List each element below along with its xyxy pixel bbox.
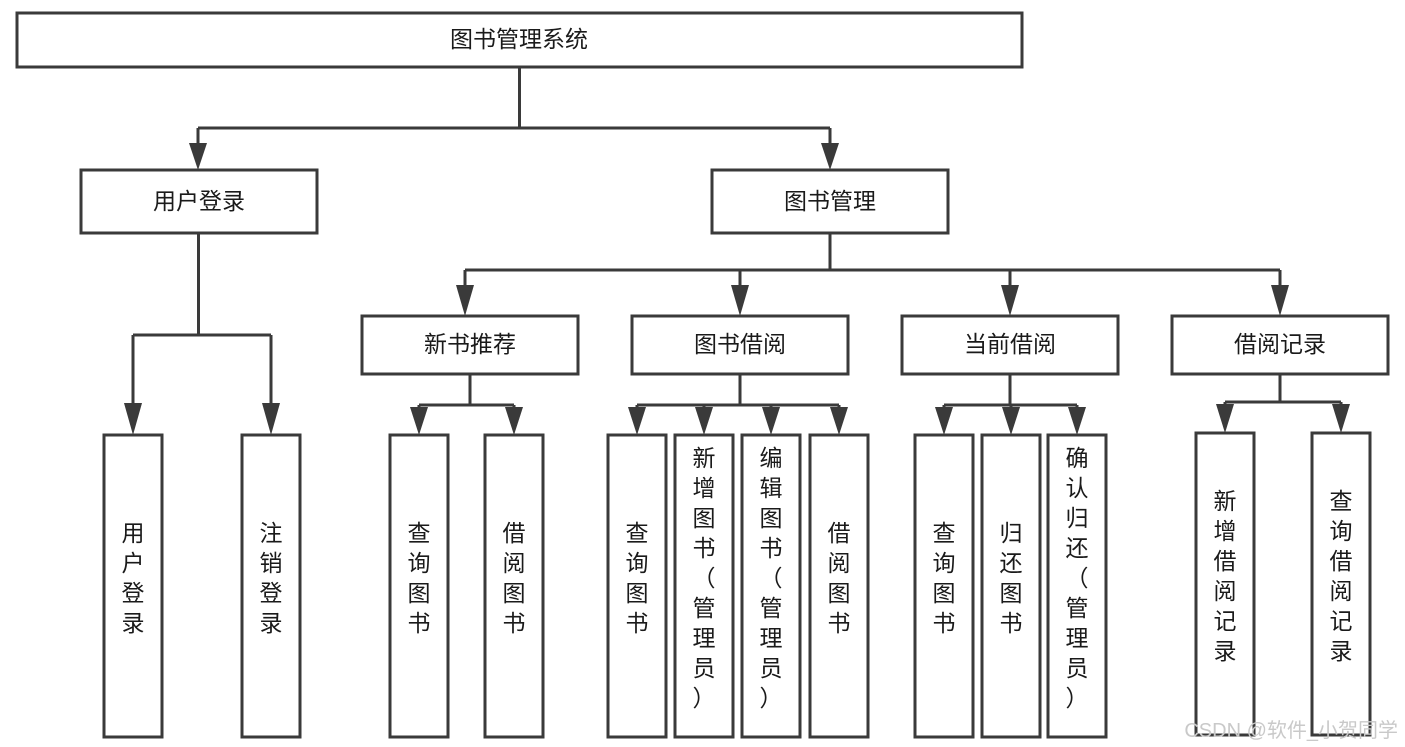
leaf-borrow-book-box[interactable] [808, 433, 870, 739]
leaf-borrow-book-label: 借阅图书 [828, 520, 851, 636]
arrow-to-new-book-recommend [456, 285, 474, 316]
arrow-to-leaf-query-book-recommend [410, 407, 428, 435]
leaf-query-book-recommend[interactable]: 查询图书 [388, 433, 450, 739]
node-book-management[interactable]: 图书管理 [710, 168, 950, 235]
leaf-add-book-admin-label: 新增图书（管理员） [693, 445, 716, 711]
root-node-label: 图书管理系统 [450, 26, 588, 52]
leaf-borrow-book-recommend[interactable]: 借阅图书 [483, 433, 545, 739]
connector-group-current-borrow-to-leaves [935, 374, 1086, 435]
arrow-to-user-login [189, 143, 207, 170]
leaf-query-book-borrow[interactable]: 查询图书 [606, 433, 668, 739]
arrow-to-leaf-edit-book-admin [762, 407, 780, 435]
leaf-query-book-borrow-box[interactable] [606, 433, 668, 739]
leaf-user-login-label: 用户登录 [122, 520, 145, 636]
node-current-borrow[interactable]: 当前借阅 [900, 314, 1120, 376]
node-book-management-label: 图书管理 [784, 188, 876, 214]
leaf-logout-box[interactable] [240, 433, 302, 739]
arrow-to-leaf-confirm-return-admin [1068, 407, 1086, 435]
node-book-borrow-label: 图书借阅 [694, 331, 786, 357]
connector-group-book-borrow-to-leaves [628, 374, 848, 435]
leaf-query-book-current-box[interactable] [913, 433, 975, 739]
node-book-borrow-box[interactable] [630, 314, 850, 376]
node-borrow-record-box[interactable] [1170, 314, 1390, 376]
node-current-borrow-box[interactable] [900, 314, 1120, 376]
leaf-query-book-current-label: 查询图书 [933, 520, 956, 636]
arrow-to-borrow-record [1271, 285, 1289, 316]
node-current-borrow-label: 当前借阅 [964, 331, 1056, 357]
leaf-borrow-book-recommend-label: 借阅图书 [503, 520, 526, 636]
leaf-user-login-box[interactable] [102, 433, 164, 739]
leaf-edit-book-admin[interactable]: 编辑图书（管理员） [740, 433, 802, 739]
arrow-to-book-borrow [731, 285, 749, 316]
node-book-management-box[interactable] [710, 168, 950, 235]
arrow-to-leaf-borrow-book [830, 407, 848, 435]
leaf-add-book-admin-box[interactable] [673, 433, 735, 739]
node-new-book-recommend-box[interactable] [360, 314, 580, 376]
leaf-add-book-admin[interactable]: 新增图书（管理员） [673, 433, 735, 739]
node-book-borrow[interactable]: 图书借阅 [630, 314, 850, 376]
arrow-to-leaf-query-book-current [935, 407, 953, 435]
leaf-query-borrow-record-label: 查询借阅记录 [1330, 488, 1353, 664]
leaf-confirm-return-admin-box[interactable] [1046, 433, 1108, 739]
leaf-confirm-return-admin[interactable]: 确认归还（管理员） [1046, 433, 1108, 739]
leaf-query-book-recommend-label: 查询图书 [408, 520, 431, 636]
arrow-to-book-management [821, 143, 839, 170]
leaf-logout[interactable]: 注销登录 [240, 433, 302, 739]
node-new-book-recommend-label: 新书推荐 [424, 331, 516, 357]
leaf-return-book-box[interactable] [980, 433, 1042, 739]
connector-group-borrow-record-to-leaves [1216, 374, 1350, 433]
leaf-logout-label: 注销登录 [260, 520, 283, 636]
leaf-query-book-borrow-label: 查询图书 [626, 520, 649, 636]
arrow-to-leaf-add-book-admin [695, 407, 713, 435]
node-borrow-record[interactable]: 借阅记录 [1170, 314, 1390, 376]
arrow-to-leaf-logout [262, 403, 280, 435]
node-new-book-recommend[interactable]: 新书推荐 [360, 314, 580, 376]
leaf-query-borrow-record-box[interactable] [1310, 431, 1372, 737]
leaf-add-borrow-record-label: 新增借阅记录 [1214, 488, 1237, 664]
arrow-to-leaf-query-borrow-record [1332, 404, 1350, 433]
connector-group-book-management-to-level3 [456, 233, 1289, 316]
leaf-borrow-book[interactable]: 借阅图书 [808, 433, 870, 739]
root-node-box[interactable] [15, 11, 1024, 69]
leaf-user-login[interactable]: 用户登录 [102, 433, 164, 739]
arrow-to-leaf-borrow-book-recommend [505, 407, 523, 435]
arrow-to-leaf-add-borrow-record [1216, 404, 1234, 433]
leaf-query-borrow-record[interactable]: 查询借阅记录 [1310, 431, 1372, 737]
node-borrow-record-label: 借阅记录 [1234, 331, 1326, 357]
leaf-edit-book-admin-label: 编辑图书（管理员） [760, 445, 783, 711]
node-user-login[interactable]: 用户登录 [79, 168, 319, 235]
node-user-login-label: 用户登录 [153, 188, 245, 214]
leaf-borrow-book-recommend-box[interactable] [483, 433, 545, 739]
arrow-to-leaf-user-login [124, 403, 142, 435]
leaf-return-book[interactable]: 归还图书 [980, 433, 1042, 739]
leaf-confirm-return-admin-label: 确认归还（管理员） [1066, 445, 1089, 711]
node-user-login-box[interactable] [79, 168, 319, 235]
arrow-to-leaf-return-book [1002, 407, 1020, 435]
root-node[interactable]: 图书管理系统 [15, 11, 1024, 69]
arrow-to-current-borrow [1001, 285, 1019, 316]
csdn-watermark: CSDN @软件_小贺同学 [1184, 719, 1398, 742]
arrow-to-leaf-query-book-borrow [628, 407, 646, 435]
connector-group-new-book-recommend-to-leaves [410, 374, 523, 435]
leaf-edit-book-admin-box[interactable] [740, 433, 802, 739]
connector-group-root-to-level2 [189, 67, 839, 170]
leaf-add-borrow-record-box[interactable] [1194, 431, 1256, 737]
connector-group-user-login-to-leaves [124, 233, 280, 435]
leaf-add-borrow-record[interactable]: 新增借阅记录 [1194, 431, 1256, 737]
leaf-query-book-recommend-box[interactable] [388, 433, 450, 739]
leaf-return-book-label: 归还图书 [1000, 520, 1023, 636]
leaf-query-book-current[interactable]: 查询图书 [913, 433, 975, 739]
